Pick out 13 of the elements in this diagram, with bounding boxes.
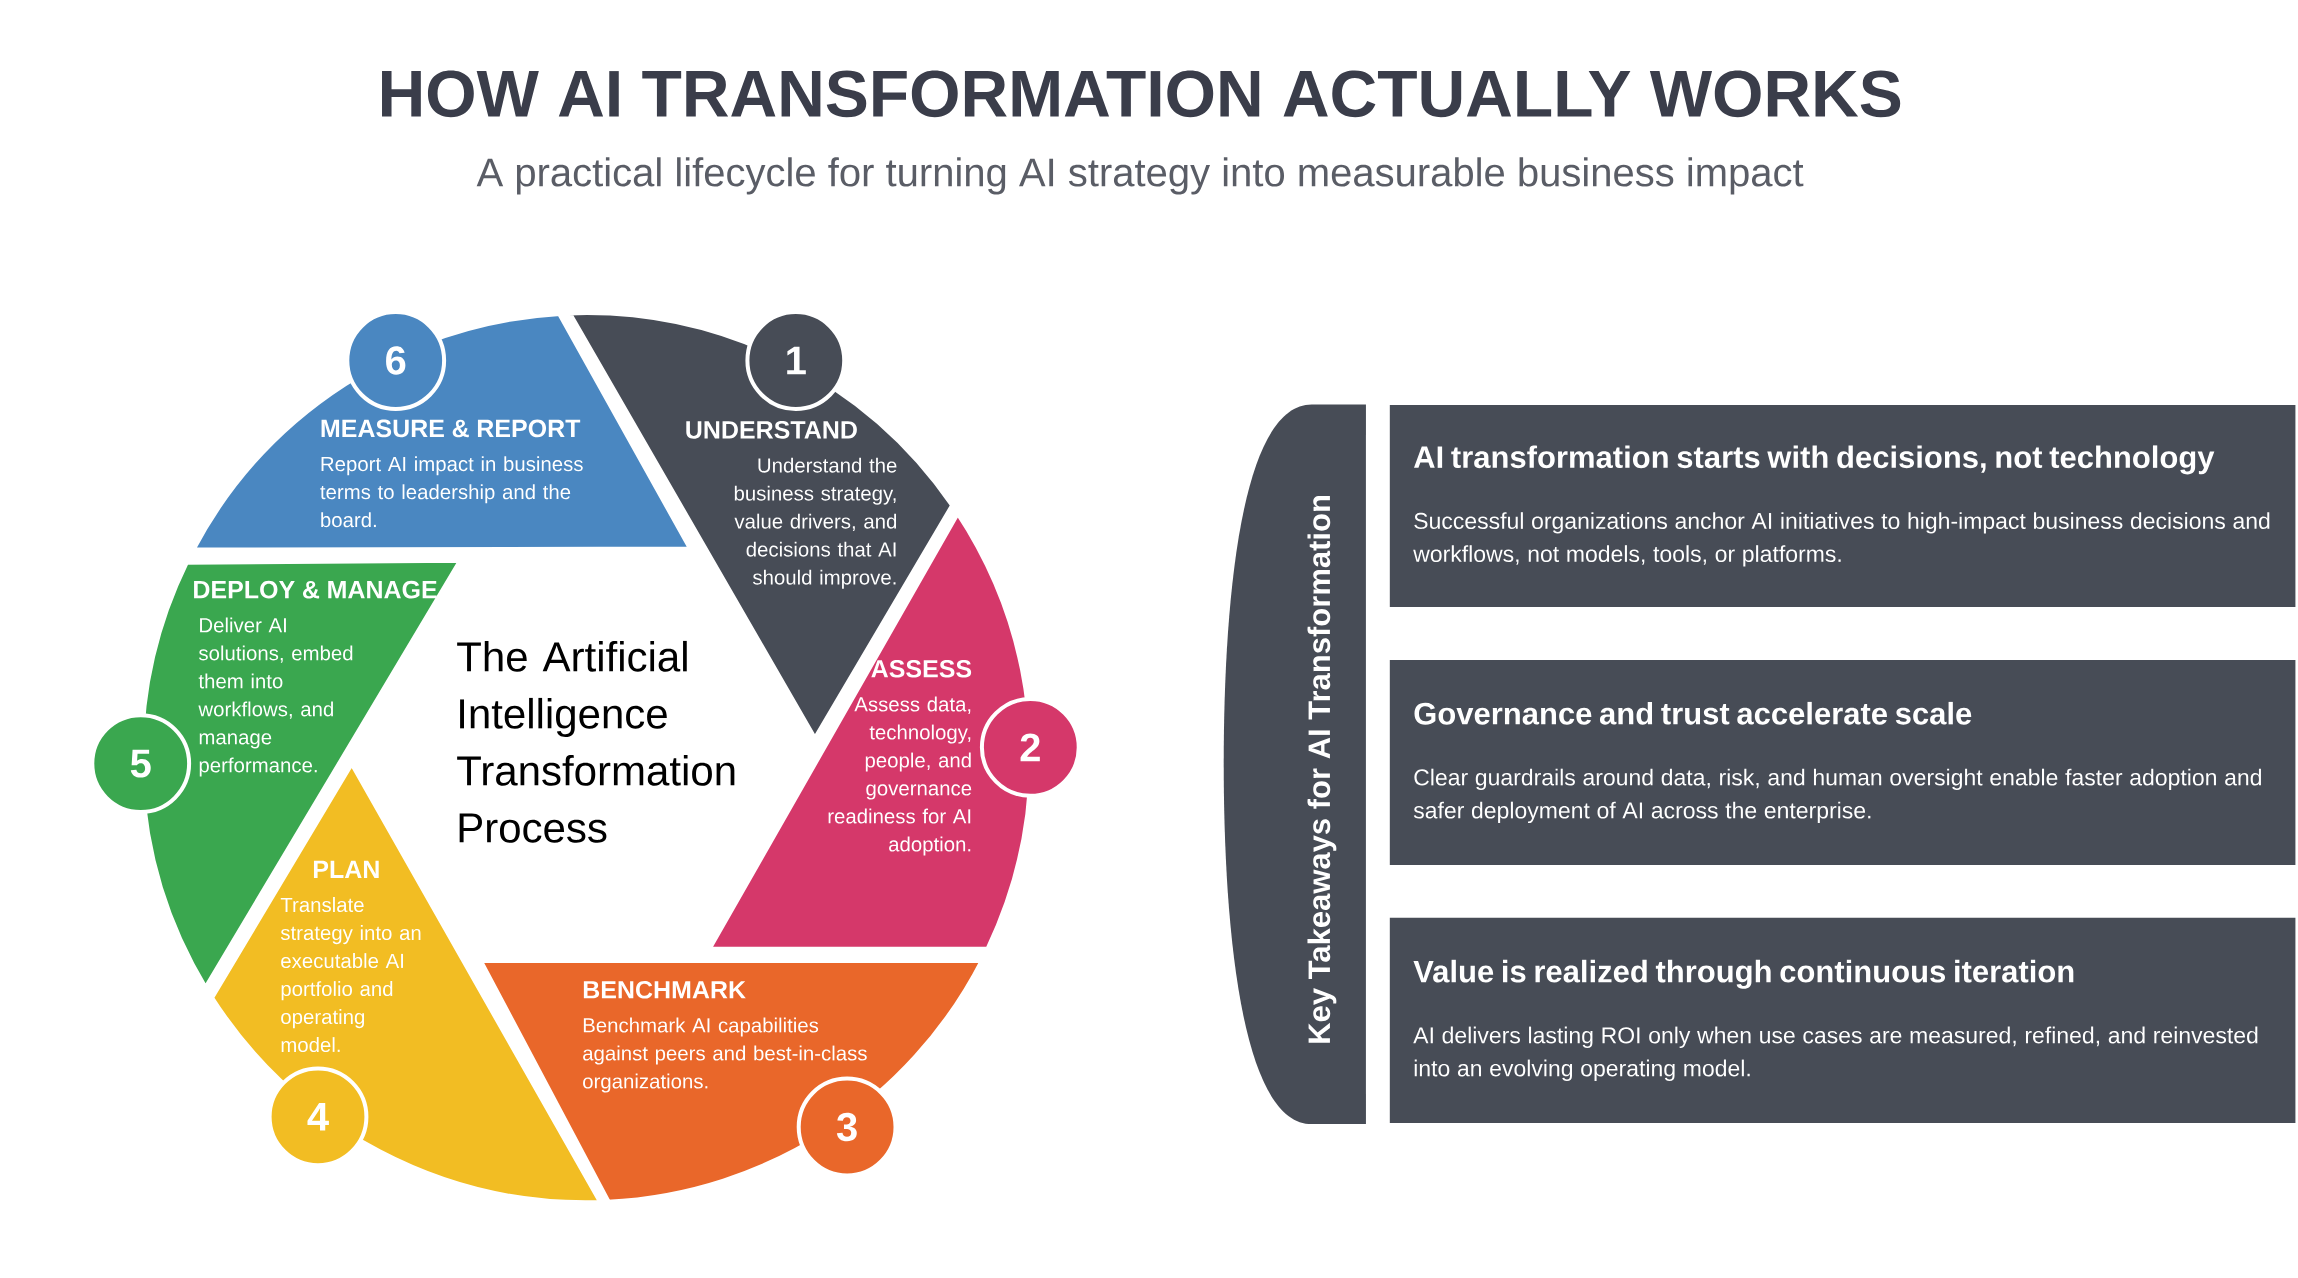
number-badge: 3 [796,1076,898,1178]
subtitle: A practical lifecycle for turning AI strategy into measurable business impact [476,157,1804,195]
number-badge: 6 [345,310,447,411]
takeaway-box: AI transformation starts with decisions, not technology Successful organizations anchor AI initiatives to high-impact business decisions and workflows, not models, tools, or platforms. [1389,404,2296,608]
number-badge: 2 [979,697,1081,798]
number-badge: 1 [745,310,847,411]
number-badge: 5 [90,713,192,814]
takeaways-band: Key Takeaways for AI Transformation [1223,404,1366,1125]
title: HOW AI TRANSFORMATION ACTUALLY WORKS [382,70,1901,118]
number-badge: 4 [267,1066,369,1168]
takeaway-box: Governance and trust accelerate scale Clear guardrails around data, risk, and human oversight enable faster adoption and safer deployment of AI across the enterprise. [1389,659,2296,866]
takeaway-box: Value is realized through continuous iteration AI delivers lasting ROI only when use cases are measured, refined, and reinvested into an evolving operating model. [1389,917,2296,1123]
center-text: The Artificial Intelligence Transformation Process [457,640,735,843]
